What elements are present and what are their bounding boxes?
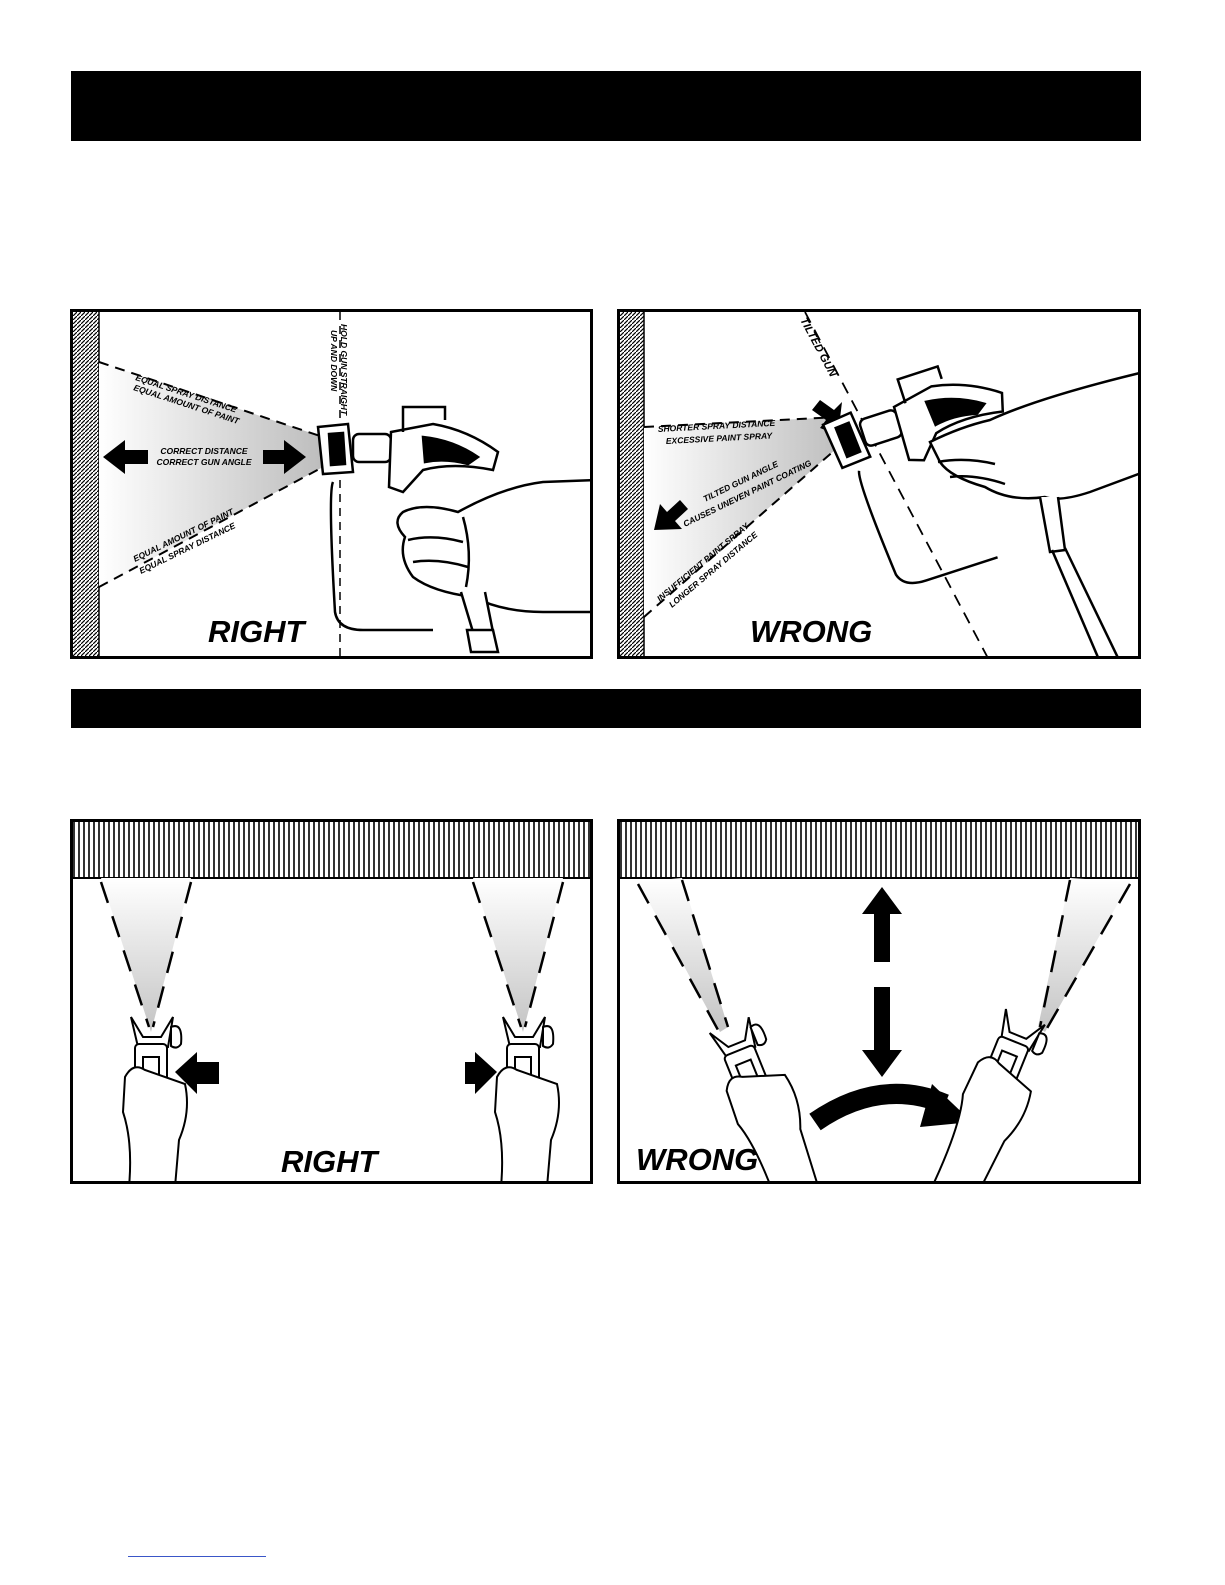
arrow-down-icon — [862, 987, 902, 1077]
wall-hatch — [73, 822, 590, 878]
gun-stroke-wrong-illustration: WRONG — [620, 822, 1138, 1181]
spray-distance-right-illustration: EQUAL SPRAY DISTANCE EQUAL AMOUNT OF PAI… — [73, 312, 590, 656]
spray-fan-left — [101, 878, 191, 1032]
arrow-down-left-icon — [654, 500, 688, 530]
gun-stroke-right-illustration: RIGHT — [73, 822, 590, 1181]
arrow-left-icon — [175, 1052, 219, 1094]
label-correct-gun-angle: CORRECT GUN ANGLE — [156, 457, 251, 467]
tilted-guide-line — [804, 312, 988, 656]
spray-distance-right-panel: EQUAL SPRAY DISTANCE EQUAL AMOUNT OF PAI… — [70, 309, 593, 659]
panel-title-wrong: WRONG — [750, 614, 872, 649]
label-tilted-gun: TILTED GUN — [797, 316, 839, 380]
spray-gun-top-view-right — [493, 1016, 560, 1181]
label-correct-distance: CORRECT DISTANCE — [160, 446, 248, 456]
panel-title-right: RIGHT — [208, 614, 308, 649]
spray-fan-tilted — [644, 417, 844, 617]
wall-hatch — [73, 312, 99, 656]
wall-hatch — [620, 822, 1138, 878]
spray-distance-wrong-panel: TILTED GUN SHORTER SPRAY DISTANCE EXCESS… — [617, 309, 1141, 659]
spray-distance-wrong-illustration: TILTED GUN SHORTER SPRAY DISTANCE EXCESS… — [620, 312, 1138, 656]
hand-icon — [928, 372, 1138, 656]
wall-hatch — [620, 312, 644, 656]
spray-fan-right-tilted — [1038, 878, 1130, 1032]
label-up-and-down: UP AND DOWN — [329, 330, 339, 392]
arrow-up-icon — [862, 887, 902, 962]
panel-title-wrong: WRONG — [636, 1142, 758, 1177]
section-header-bar-middle — [71, 689, 1141, 728]
spray-gun-icon — [316, 405, 500, 632]
hand-icon — [396, 478, 590, 654]
spray-gun-top-view-left — [121, 1016, 188, 1181]
gun-stroke-wrong-panel: WRONG — [617, 819, 1141, 1184]
section-header-bar-top — [71, 71, 1141, 141]
spray-gun-icon — [821, 364, 1005, 585]
label-hold-gun-straight: HOLD GUN STRAIGHT — [339, 324, 349, 416]
spray-gun-top-view-right — [929, 1008, 1048, 1181]
arrow-left-icon — [103, 440, 148, 474]
gun-stroke-right-panel: RIGHT — [70, 819, 593, 1184]
spray-gun-top-view-left — [708, 1017, 823, 1181]
spray-fan-right — [473, 878, 563, 1032]
panel-title-right: RIGHT — [281, 1144, 381, 1179]
footer-link-underline — [128, 1556, 266, 1557]
arrow-right-icon — [465, 1052, 497, 1094]
arrow-right-icon — [263, 440, 306, 474]
spray-fan-left-tilted — [638, 878, 728, 1032]
